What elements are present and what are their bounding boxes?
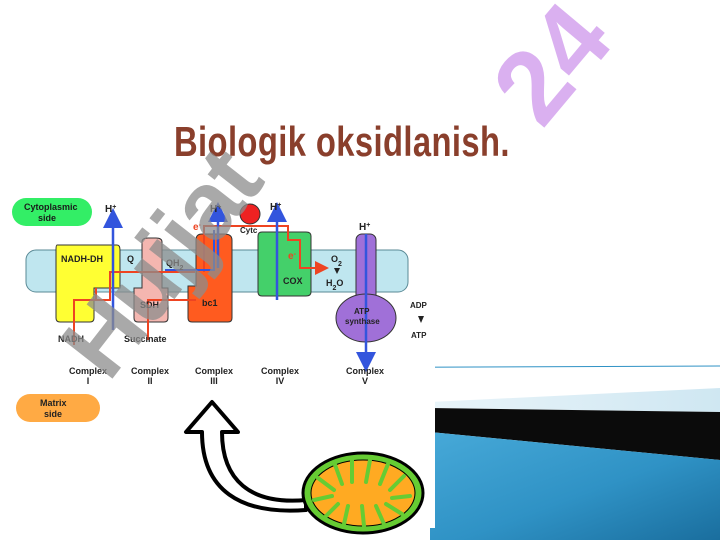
complex-i-num: I [87, 376, 90, 386]
succinate-label: Succinate [124, 334, 167, 344]
complex-iv-label: Complex [261, 366, 299, 376]
atp-synthase-label-2: synthase [345, 317, 380, 326]
q-label: Q [127, 254, 134, 264]
complex-iii-num: III [210, 376, 218, 386]
bc1-label: bc1 [202, 298, 218, 308]
pointer-arrow [184, 400, 308, 513]
cox-complex [257, 231, 312, 297]
cytoplasmic-side-label-2: side [38, 213, 56, 223]
o2-label: O2 [331, 254, 342, 268]
cytoplasmic-side-label-1: Cytoplasmic [24, 202, 78, 212]
matrix-side-label-2: side [44, 409, 62, 419]
complex-i-label: Complex [69, 366, 107, 376]
h-plus-label-4: H+ [270, 202, 281, 214]
h-plus-label-3: H+ [210, 204, 221, 216]
complex-v-label: Complex [346, 366, 384, 376]
cytc-circle [239, 203, 261, 225]
adp-down-arrow [418, 316, 424, 323]
e-minus-label-2: e- [288, 251, 297, 263]
mitochondrion-illustration [301, 451, 425, 535]
e-minus-label-1: e- [193, 222, 202, 234]
h-plus-label-1: H+ [105, 204, 116, 216]
nadh-dh-label: NADH-DH [61, 254, 103, 264]
h-plus-label-5: H+ [359, 222, 370, 234]
nadh-label: NADH [58, 334, 84, 344]
slide-title: Biologik oksidlanish. [174, 118, 510, 165]
atp-label: ATP [411, 331, 427, 340]
bc1-complex [187, 233, 233, 323]
matrix-side-box [16, 394, 100, 422]
complex-ii-num: II [147, 376, 152, 386]
complex-iii-label: Complex [195, 366, 233, 376]
complex-iv-num: IV [276, 376, 285, 386]
electron-path-line [73, 225, 322, 345]
sdh-label: SDH [140, 300, 159, 310]
cytoplasmic-side-box [12, 198, 92, 226]
adp-label: ADP [410, 301, 428, 310]
matrix-side-label-1: Matrix [40, 398, 67, 408]
cox-label: COX [283, 276, 303, 286]
atp-synthase-label-1: ATP [354, 307, 370, 316]
complex-ii-label: Complex [131, 366, 169, 376]
complex-labels: Complex I Complex II Complex III Complex… [69, 366, 384, 386]
qh2-connector [165, 230, 215, 271]
nadh-dh-complex [55, 244, 121, 323]
o2-down-arrow [334, 268, 340, 274]
complex-v-num: V [362, 376, 368, 386]
cytc-label: Cytc [240, 226, 258, 235]
